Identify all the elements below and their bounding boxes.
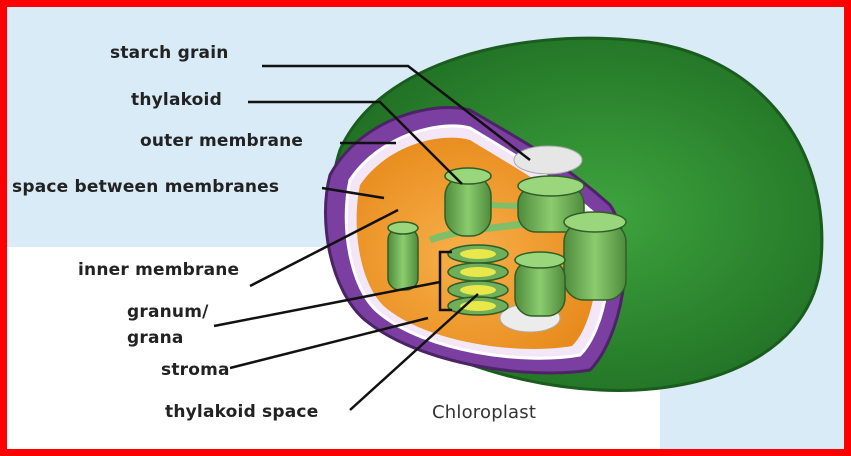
red-border-frame: [0, 0, 851, 456]
